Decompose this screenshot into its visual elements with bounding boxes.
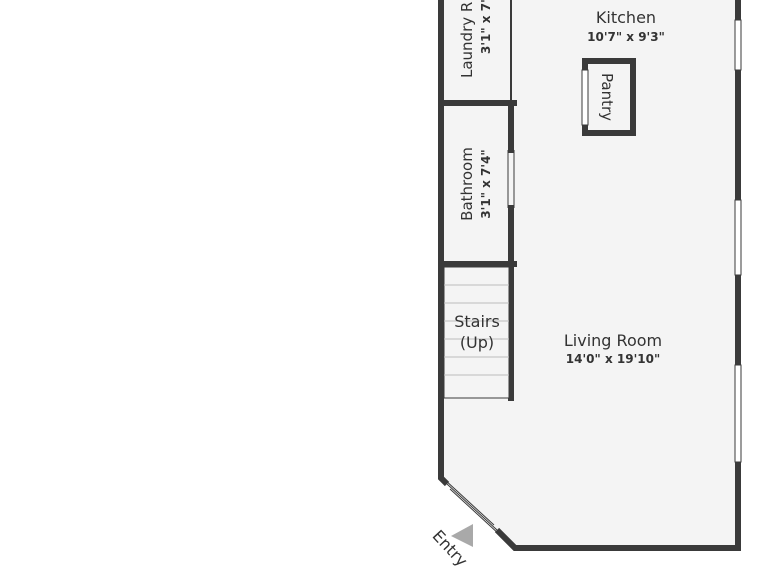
stairs [443,266,510,399]
laundry-dimensions: 3'1" x 7'1 [479,0,493,54]
interior-walls [438,0,517,401]
living-room-dimensions: 14'0" x 19'10" [566,352,660,366]
pantry [581,58,636,136]
windows [734,19,742,463]
entry-door [443,478,501,536]
window-kitchen [734,19,742,71]
bathroom-dimensions: 3'1" x 7'4" [479,149,493,218]
living-room-name: Living Room [564,331,662,350]
entry-arrow [451,524,473,547]
bathroom-name: Bathroom [458,147,476,221]
window-living-upper [734,199,742,276]
bathroom-door [507,150,515,208]
kitchen-name: Kitchen [596,8,656,27]
stairs-direction: (Up) [460,333,494,352]
pantry-name: Pantry [598,73,616,121]
laundry-name: Laundry R [458,2,476,78]
kitchen-dimensions: 10'7" x 9'3" [587,30,665,44]
window-living-lower [734,364,742,463]
floor-area [441,0,738,548]
stairs-label: Stairs [454,312,500,331]
